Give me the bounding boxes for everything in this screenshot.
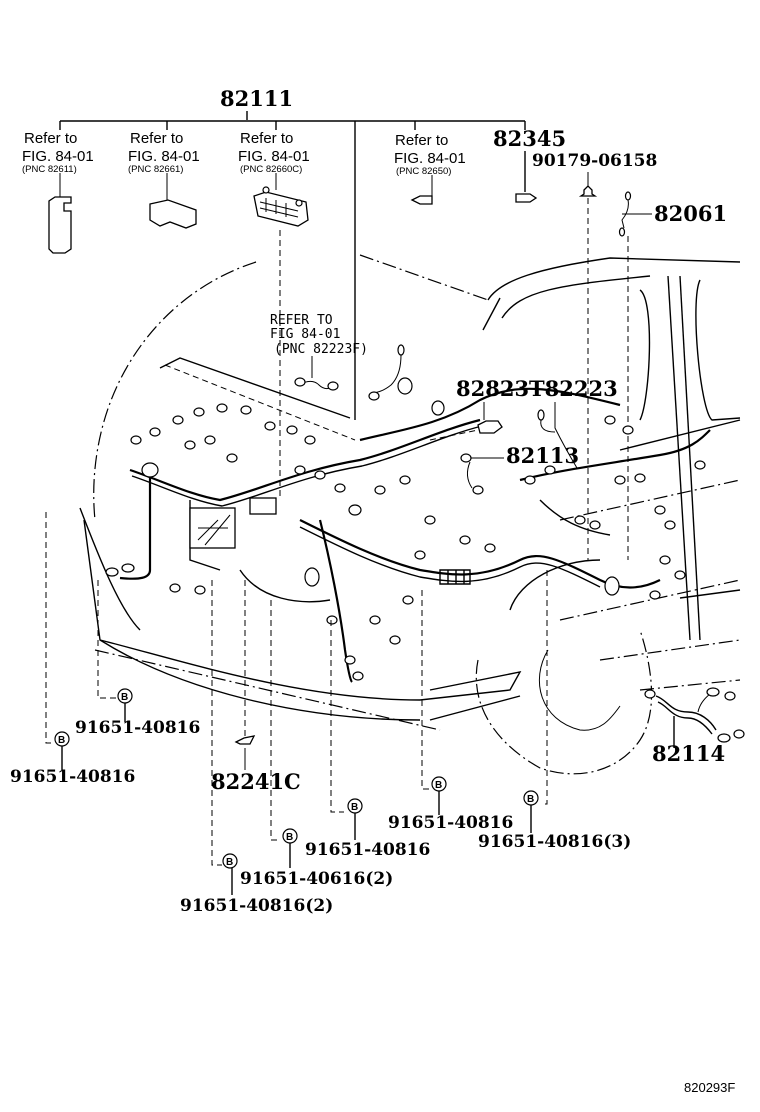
part-number-82061: 82061 — [654, 201, 727, 226]
connector-cover-82661 — [149, 199, 197, 229]
clamp-part-number: 91651-40816(3) — [478, 832, 631, 852]
part-number-82111[interactable]: 82111 — [220, 86, 293, 111]
figure-id: 820293F — [684, 1080, 735, 1095]
reference-82223f[interactable]: REFER TO FIG 84-01 (PNC 82223F) — [270, 313, 368, 357]
reference-line1: Refer to — [395, 132, 448, 149]
reference-82660c[interactable]: Refer to FIG. 84-01 (PNC 82660C) — [238, 130, 310, 227]
clamp-part-number: 91651-40816 — [388, 813, 513, 833]
svg-text:B: B — [121, 692, 128, 703]
clamp-part-number: 91651-40816 — [305, 840, 430, 860]
part-number-90179-06158: 90179-06158 — [532, 151, 657, 171]
clamp-part-number: 91651-40816 — [10, 767, 135, 787]
reference-line2: FIG. 84-01 — [394, 150, 466, 167]
reference-line1: Refer to — [240, 130, 293, 147]
reference-82650[interactable]: Refer to FIG. 84-01 (PNC 82650) — [394, 132, 466, 205]
part-82823t82223-callout[interactable]: 82823T82223 — [429, 376, 618, 469]
svg-text:B: B — [435, 780, 442, 791]
clamp-callout-5[interactable]: B 91651-40816 — [388, 590, 513, 833]
junction-block-82660c — [253, 186, 309, 227]
svg-text:B: B — [527, 794, 534, 805]
reference-pnc: (PNC 82660C) — [240, 164, 302, 175]
clamp-b-icon — [222, 853, 238, 869]
part-90179-06158-callout[interactable]: 90179-06158 — [532, 151, 657, 560]
part-82061-callout[interactable]: 82061 — [618, 191, 728, 560]
part-number-82113: 82113 — [506, 443, 579, 468]
svg-text:B: B — [351, 802, 358, 813]
reference-line1: REFER TO — [270, 313, 333, 328]
svg-text:B: B — [286, 832, 293, 843]
part-number-82241c: 82241C — [211, 769, 301, 794]
reference-line2: FIG 84-01 — [270, 327, 340, 342]
engine-room-harness — [105, 344, 711, 683]
clamp-callout-3[interactable]: B 91651-40616(2) — [240, 600, 393, 889]
clip-90179 — [578, 185, 598, 197]
reference-line1: Refer to — [24, 130, 77, 147]
svg-text:B: B — [226, 857, 233, 868]
part-number-82345: 82345 — [493, 126, 566, 151]
clamp-part-number: 91651-40616(2) — [240, 869, 393, 889]
clamp-callout-1[interactable]: B 91651-40816 — [10, 512, 135, 787]
reference-pnc: (PNC 82650) — [396, 166, 451, 177]
part-82114-callout[interactable]: 82114 — [644, 687, 745, 766]
reference-pnc: (PNC 82223F) — [274, 342, 368, 357]
reference-line2: FIG. 84-01 — [238, 148, 310, 165]
part-82241c-callout[interactable]: 82241C — [211, 580, 301, 794]
vehicle-body — [79, 254, 741, 775]
clamp-callout-0[interactable]: B 91651-40816 — [75, 580, 200, 738]
clamp-part-number: 91651-40816 — [75, 718, 200, 738]
reference-82661[interactable]: Refer to FIG. 84-01 (PNC 82661) — [128, 130, 200, 229]
sensor-82823t — [477, 420, 503, 434]
reference-line2: FIG. 84-01 — [22, 148, 94, 165]
part-number-82823t82223: 82823T82223 — [456, 376, 618, 401]
reference-pnc: (PNC 82611) — [22, 164, 77, 175]
reference-line1: Refer to — [130, 130, 183, 147]
connector-82345 — [515, 193, 538, 203]
reference-line2: FIG. 84-01 — [128, 148, 200, 165]
connector-bracket-82611 — [48, 196, 72, 254]
reference-pnc: (PNC 82661) — [128, 164, 183, 175]
relay-82650 — [410, 195, 433, 205]
clamp-part-number: 91651-40816(2) — [180, 896, 333, 916]
harness-connectors — [105, 403, 706, 681]
clamp-callout-6[interactable]: B 91651-40816(3) — [478, 570, 631, 852]
part-82113-callout[interactable]: 82113 — [460, 443, 579, 495]
clamp-callout-4[interactable]: B 91651-40816 — [305, 620, 430, 860]
main-harness-callout: 82111 — [59, 86, 526, 420]
part-82345-callout[interactable]: 82345 — [493, 126, 566, 203]
reference-82611[interactable]: Refer to FIG. 84-01 (PNC 82611) — [22, 130, 94, 254]
part-number-82114: 82114 — [652, 741, 725, 766]
svg-text:B: B — [58, 735, 65, 746]
clamp-callout-2[interactable]: B 91651-40816(2) — [180, 580, 333, 916]
